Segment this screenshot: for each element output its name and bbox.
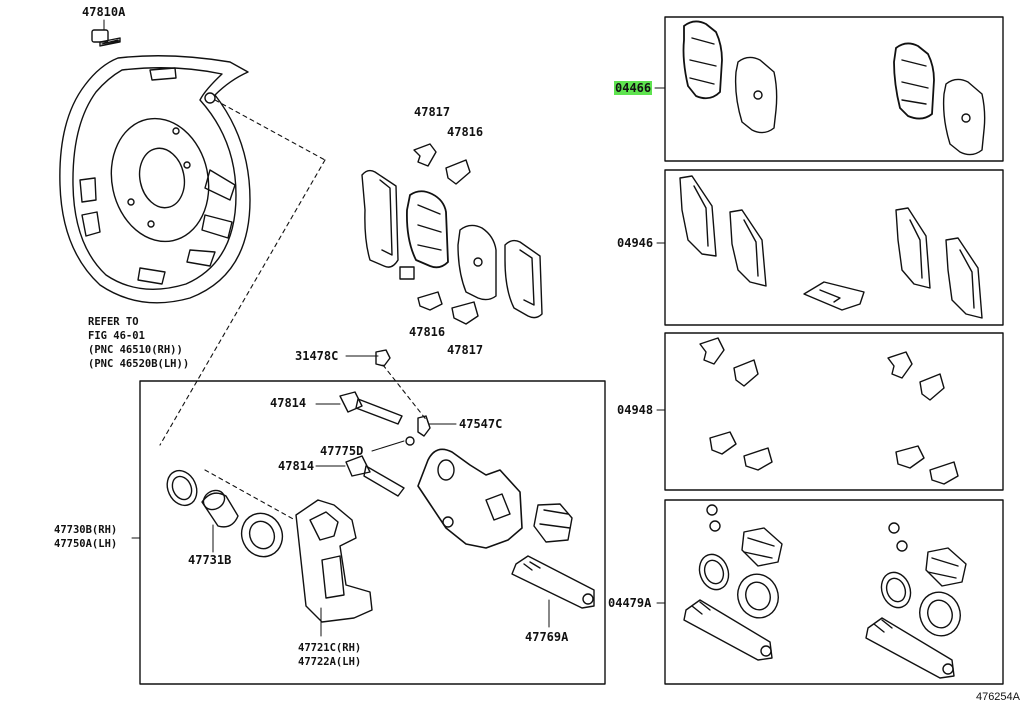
center-pad-set: [361, 169, 543, 319]
label-31478C[interactable]: 31478C: [295, 349, 339, 363]
label-47775D[interactable]: 47775D: [320, 444, 364, 458]
label-04948[interactable]: 04948: [617, 403, 654, 417]
label-47769A[interactable]: 47769A: [525, 630, 569, 644]
refer-note-line2: FIG 46-01: [88, 330, 145, 342]
label-47547C[interactable]: 47547C: [459, 417, 503, 431]
dust-shield: [59, 55, 251, 304]
refer-note-line4: (PNC 46520B(LH)): [88, 358, 190, 370]
label-47810A[interactable]: 47810A: [82, 5, 126, 19]
kit-box-04948: [664, 332, 1004, 491]
kit-box-04466: [664, 16, 1004, 162]
kit-box-04479A: [664, 499, 1004, 685]
refer-note-line1: REFER TO: [88, 316, 139, 328]
label-47817-lower[interactable]: 47817: [447, 343, 484, 357]
kit-04948-clips: [699, 337, 959, 485]
refer-note-line3: (PNC 46510(RH)): [88, 344, 183, 356]
kit-04479A-seals: [683, 504, 967, 679]
label-47816-upper[interactable]: 47816: [447, 125, 484, 139]
kit-04466-pads: [682, 20, 986, 156]
sheet-number: 476254A: [975, 691, 1020, 703]
kit-box-04946: [664, 169, 1004, 326]
label-47730B[interactable]: 47730B(RH): [54, 524, 118, 536]
label-47817-upper[interactable]: 47817: [414, 105, 451, 119]
highlighted-part-04466[interactable]: 04466: [614, 81, 653, 95]
kit-04946-shims: [679, 175, 983, 319]
label-47814-upper[interactable]: 47814: [270, 396, 307, 410]
dashed-reference-lines: [159, 99, 429, 521]
leader-lines: [103, 19, 666, 637]
bolt-47810A: [91, 29, 121, 47]
label-04946[interactable]: 04946: [617, 236, 654, 250]
label-04466[interactable]: 04466: [614, 81, 653, 95]
label-47721C[interactable]: 47721C(RH): [298, 642, 362, 654]
label-47814-lower[interactable]: 47814: [278, 459, 315, 473]
label-47816-lower[interactable]: 47816: [409, 325, 446, 339]
label-47731B[interactable]: 47731B: [188, 553, 232, 567]
caliper-assembly-box: [139, 380, 606, 685]
pad-clips-center: [413, 143, 479, 325]
label-47722A[interactable]: 47722A(LH): [298, 656, 362, 668]
caliper-parts: [166, 349, 595, 623]
label-47750A[interactable]: 47750A(LH): [54, 538, 118, 550]
label-04479A[interactable]: 04479A: [608, 596, 652, 610]
